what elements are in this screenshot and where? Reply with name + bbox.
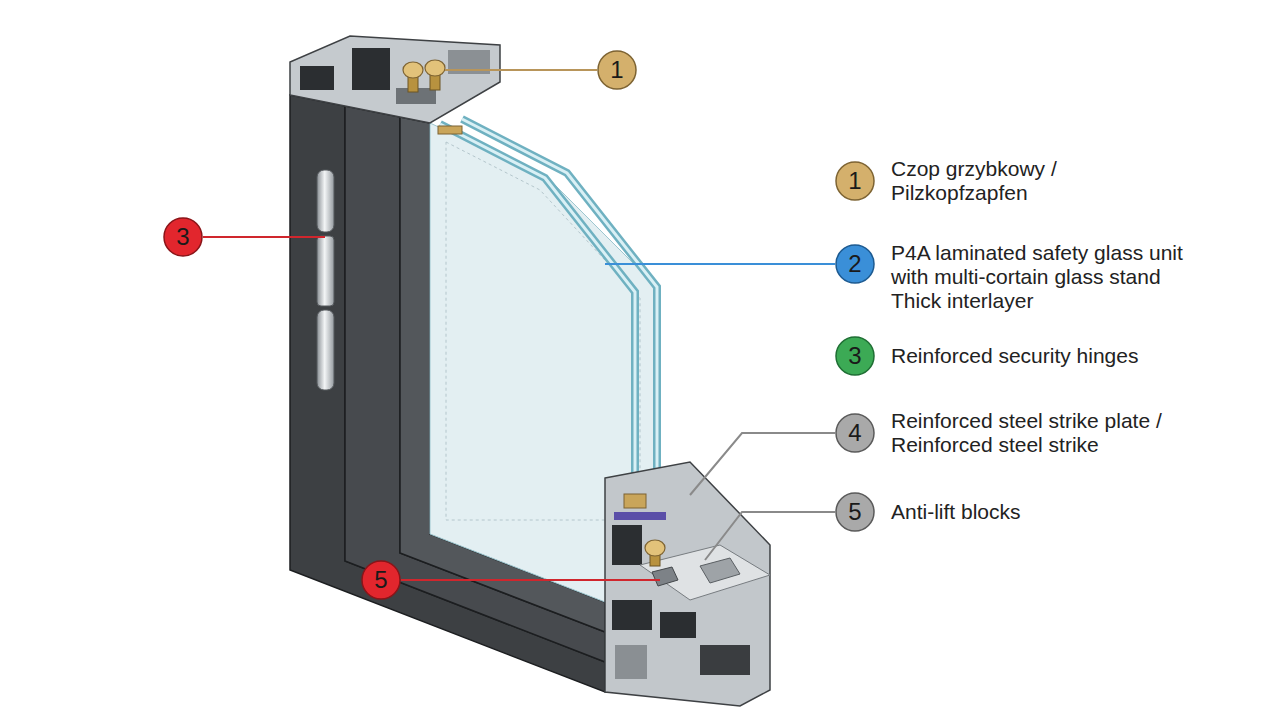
pin-head bbox=[425, 60, 445, 76]
callout-circle bbox=[598, 51, 636, 89]
callout-number: 5 bbox=[835, 492, 875, 532]
mushroom-pin bbox=[645, 540, 665, 566]
leader-line bbox=[401, 579, 660, 581]
glass-edge-front-highlight bbox=[440, 124, 635, 495]
callout-marker: 2P4A laminated safety glass unit with mu… bbox=[835, 244, 875, 284]
callout-number: 3 bbox=[163, 217, 203, 257]
callout-circle bbox=[836, 162, 874, 200]
part-description: Anti-lift blocks bbox=[891, 500, 1191, 524]
pin-head bbox=[403, 62, 423, 78]
callout-circle bbox=[836, 245, 874, 283]
profile-chamber bbox=[612, 600, 652, 630]
strike-plate bbox=[700, 558, 740, 583]
callout-circle bbox=[164, 218, 202, 256]
profile-chamber bbox=[352, 48, 390, 90]
part-description: Reinforced steel strike plate / Reinforc… bbox=[891, 409, 1176, 457]
glass-pane bbox=[430, 123, 660, 602]
callout-marker: 1Czop grzybkowy / Pilzkopfzapfen bbox=[835, 161, 875, 201]
glass-spacer bbox=[438, 126, 462, 134]
callout-number: 5 bbox=[361, 560, 401, 600]
callout-marker: 4Reinforced steel strike plate / Reinfor… bbox=[835, 413, 875, 453]
bottom-profile-section bbox=[605, 462, 770, 706]
anti-lift-block bbox=[652, 567, 678, 586]
security-hinge bbox=[317, 170, 334, 390]
leader-line bbox=[705, 512, 835, 560]
part-description: Reinforced security hinges bbox=[891, 344, 1211, 368]
mushroom-pin bbox=[403, 60, 445, 92]
callout-marker: 5 bbox=[361, 560, 401, 600]
part-description: Czop grzybkowy / Pilzkopfzapfen bbox=[891, 157, 1071, 205]
callout-number: 1 bbox=[835, 161, 875, 201]
callout-number: 4 bbox=[835, 413, 875, 453]
glass-spacer-outline bbox=[446, 142, 640, 520]
gasket bbox=[614, 512, 666, 520]
leader-line bbox=[203, 236, 325, 238]
hinge-knuckle bbox=[317, 236, 334, 306]
callout-marker: 3 bbox=[163, 217, 203, 257]
callout-circle bbox=[836, 493, 874, 531]
callout-circle bbox=[362, 561, 400, 599]
glass-edge-back-highlight bbox=[462, 119, 657, 490]
profile-chamber bbox=[660, 612, 696, 638]
callout-circle bbox=[836, 337, 874, 375]
hinge-knuckle bbox=[317, 170, 334, 232]
callout-marker: 5Anti-lift blocks bbox=[835, 492, 875, 532]
profile-chamber bbox=[615, 645, 647, 679]
top-profile-section bbox=[290, 36, 500, 123]
profile-chamber bbox=[300, 66, 334, 90]
profile-chamber bbox=[700, 645, 750, 675]
leader-line bbox=[445, 69, 597, 71]
callout-number: 2 bbox=[835, 244, 875, 284]
glass-spacer bbox=[624, 494, 646, 508]
part-description: P4A laminated safety glass unit with mul… bbox=[891, 241, 1196, 313]
callout-marker: 1 bbox=[597, 50, 637, 90]
leader-line bbox=[690, 433, 835, 495]
leader-line bbox=[605, 263, 835, 265]
hinge-knuckle bbox=[317, 310, 334, 390]
callout-number: 3 bbox=[835, 336, 875, 376]
glass-edge-front bbox=[440, 124, 635, 495]
callout-number: 1 bbox=[597, 50, 637, 90]
pin-head bbox=[645, 540, 665, 556]
profile-chamber bbox=[612, 525, 642, 565]
callout-circle bbox=[836, 414, 874, 452]
glass-edge-back bbox=[462, 119, 657, 490]
callout-marker: 3Reinforced security hinges bbox=[835, 336, 875, 376]
